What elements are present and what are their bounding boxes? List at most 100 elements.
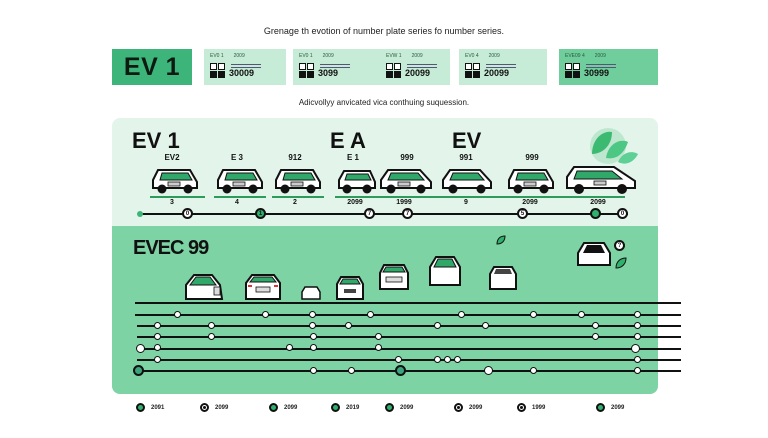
- car-label: E 1: [346, 153, 359, 162]
- track-node[interactable]: [310, 367, 317, 374]
- track-node[interactable]: [631, 344, 640, 353]
- year-label: 2099: [522, 199, 538, 206]
- plate-glyphs-icon: [210, 63, 225, 78]
- timeline-start-dot: [137, 211, 143, 217]
- car-icon: [217, 169, 263, 194]
- plate-number: 30999: [584, 67, 610, 78]
- legend-dot-icon: [269, 403, 278, 412]
- track-node[interactable]: [310, 344, 317, 351]
- track-node[interactable]: [154, 356, 161, 363]
- plate-year: 2009: [233, 53, 245, 59]
- plate-main: EV 1: [112, 49, 192, 85]
- subtitle: Adicvollyy anvicated vica conthuing suqu…: [298, 98, 470, 107]
- track-node[interactable]: [434, 322, 441, 329]
- track-node[interactable]: [484, 366, 493, 375]
- series-label: E A: [330, 128, 366, 153]
- track-node[interactable]: [310, 333, 317, 340]
- top-panel: [112, 118, 658, 226]
- legend-item: 1999: [517, 403, 545, 412]
- legend-year: 2099: [469, 404, 483, 411]
- legend-item: 2099: [596, 403, 624, 412]
- legend-item: 2099: [454, 403, 482, 412]
- track-node[interactable]: [154, 322, 161, 329]
- track-node[interactable]: [154, 333, 161, 340]
- timeline-node[interactable]: 0: [182, 208, 193, 219]
- track-node[interactable]: [262, 311, 269, 318]
- track-node[interactable]: [458, 311, 465, 318]
- track-node[interactable]: [154, 344, 161, 351]
- track-node[interactable]: [367, 311, 374, 318]
- track-node[interactable]: [578, 311, 585, 318]
- legend-item: 2099: [385, 403, 413, 412]
- legend-item: 2099: [269, 403, 297, 412]
- track-node[interactable]: [634, 356, 641, 363]
- timeline-node[interactable]: 5: [517, 208, 528, 219]
- car-icon: [336, 276, 364, 300]
- leaf-icon: [615, 257, 627, 269]
- track-node[interactable]: [309, 322, 316, 329]
- year-label: 4: [235, 199, 239, 206]
- plate-number: 20099: [405, 67, 431, 78]
- track-node[interactable]: [634, 367, 641, 374]
- series-label-evec: EVEC 99: [133, 237, 209, 259]
- track-node[interactable]: [174, 311, 181, 318]
- legend-year: 2091: [151, 404, 165, 411]
- legend: 2091 2099 2099 2019 2099 2099 1999 2099: [0, 403, 768, 417]
- car-label: 999: [525, 153, 539, 162]
- track-node[interactable]: [434, 356, 441, 363]
- legend-dot-icon: [454, 403, 463, 412]
- track-node[interactable]: [375, 333, 382, 340]
- plate-glyphs-icon: [565, 63, 580, 78]
- page-title: Grenage th evotion of number plate serie…: [263, 26, 505, 36]
- track-node[interactable]: [375, 344, 382, 351]
- timeline-node[interactable]: 1: [255, 208, 266, 219]
- timeline-node[interactable]: 0: [617, 208, 628, 219]
- plate-year: 2009: [488, 53, 500, 59]
- timeline-node[interactable]: [590, 208, 601, 219]
- plate-number: 3099: [318, 67, 339, 78]
- track-node[interactable]: [482, 322, 489, 329]
- track-node[interactable]: [634, 311, 641, 318]
- car-icon: [380, 169, 432, 194]
- timeline-node[interactable]: 7: [402, 208, 413, 219]
- track-node-start[interactable]: [133, 365, 144, 376]
- car-icon: [152, 169, 198, 194]
- track-node[interactable]: [286, 344, 293, 351]
- series-label: EV 1: [132, 128, 180, 153]
- car-icon: [442, 169, 492, 194]
- legend-year: 2099: [611, 404, 625, 411]
- car-icon: [185, 274, 224, 300]
- track-node[interactable]: [208, 322, 215, 329]
- track-node-highlight[interactable]: [395, 365, 406, 376]
- plate-glyphs-icon: [386, 63, 401, 78]
- track-node[interactable]: [444, 356, 451, 363]
- car-icon: [508, 169, 554, 194]
- track-node[interactable]: [634, 322, 641, 329]
- track-node[interactable]: [309, 311, 316, 318]
- track-node[interactable]: [530, 367, 537, 374]
- plate-glyphs-icon: [299, 63, 314, 78]
- track-node[interactable]: [592, 322, 599, 329]
- track-node[interactable]: [136, 344, 145, 353]
- track-node[interactable]: [395, 356, 402, 363]
- year-label: 3: [170, 199, 174, 206]
- track-node[interactable]: [208, 333, 215, 340]
- plate-code: EV0 1: [210, 53, 224, 59]
- leaf-icon: [590, 128, 638, 164]
- plate-year: 2009: [322, 53, 334, 59]
- car-label: E 3: [230, 153, 243, 162]
- track-node[interactable]: [345, 322, 352, 329]
- track-node[interactable]: [454, 356, 461, 363]
- car-icon: [275, 169, 321, 194]
- track-node[interactable]: [530, 311, 537, 318]
- track-node[interactable]: [592, 333, 599, 340]
- legend-dot-icon: [200, 403, 209, 412]
- legend-year: 2099: [284, 404, 298, 411]
- timeline-node[interactable]: 7: [364, 208, 375, 219]
- legend-dot-icon: [385, 403, 394, 412]
- track-node[interactable]: [348, 367, 355, 374]
- track-node[interactable]: [634, 333, 641, 340]
- help-badge[interactable]: ?: [614, 240, 625, 251]
